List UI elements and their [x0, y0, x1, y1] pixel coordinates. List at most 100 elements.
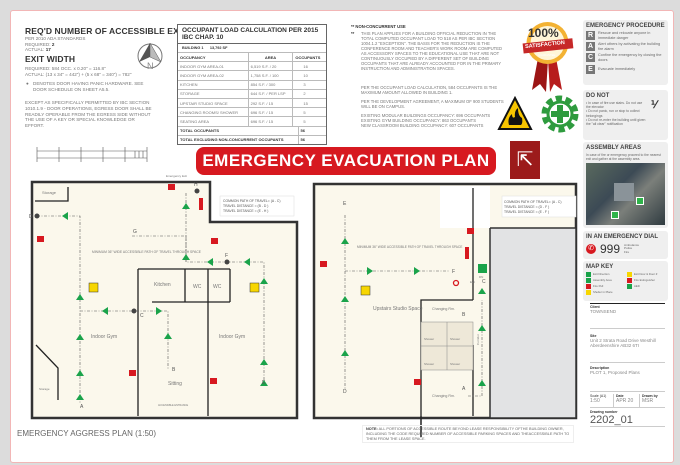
exit-width-title: EXIT WIDTH: [25, 54, 76, 64]
non-concurrent-notes: ** NON-CONCURRENT USE **THIS PLAN APPLIE…: [351, 24, 506, 128]
nonconc-p3: PER THE DEVELOPMENT AGREEMENT, A MAXIMUM…: [361, 99, 504, 109]
badge-percent: 100%: [528, 26, 559, 40]
svg-text:Exit: Exit: [470, 280, 475, 284]
nonconc-p2: PER THE OCCUPANT LOAD CALCULATION, 584 O…: [361, 85, 498, 95]
svg-text:G: G: [133, 229, 137, 235]
svg-text:N: N: [147, 61, 154, 71]
actual-line: ACTUAL: 17: [25, 47, 51, 53]
occupant-load-table: OCCUPANT LOAD CALCULATION PER 2015 IBC C…: [177, 24, 327, 145]
nonconc-title: ** NON-CONCURRENT USE: [351, 24, 406, 29]
map-key-item: AED: [627, 284, 665, 289]
dial-title: IN AN EMERGENCY DIAL: [586, 234, 659, 240]
svg-text:TRAVEL DISTANCE = (E - F ): TRAVEL DISTANCE = (E - F ): [504, 210, 549, 214]
donot-item: • Do not re-enter the building until giv…: [586, 117, 646, 127]
donot-item: • In case of fire use stairs. Do not use…: [586, 101, 643, 110]
svg-text:B: B: [172, 367, 176, 373]
svg-text:E: E: [343, 201, 347, 207]
step-letter: R: [586, 31, 595, 41]
assembly-text: In case of fire or emergency proceed to …: [586, 153, 661, 161]
svg-text:A: A: [462, 386, 466, 392]
plan1-travel-notes: COMMON PATH OF TRAVEL= (A - C)TRAVEL DIS…: [223, 199, 281, 213]
badge-sub: GUARANTEE: [538, 53, 556, 57]
svg-text:DN: DN: [479, 275, 483, 279]
key-symbol-icon: [627, 284, 632, 289]
svg-text:Changing Rm.: Changing Rm.: [432, 307, 455, 311]
svg-text:H: H: [194, 182, 198, 188]
donot-item: • Do not panic, run or stop to collect b…: [586, 109, 640, 118]
map-key-item: Shelter in Place: [586, 290, 624, 295]
key-symbol-icon: [586, 284, 591, 289]
key-symbol-icon: [586, 272, 591, 277]
required-line: REQUIRED: 2: [25, 41, 55, 47]
evacuation-banner: EMERGENCY EVACUATION PLAN: [196, 147, 496, 175]
svg-text:COMMON PATH OF TRAVEL= (A - C): COMMON PATH OF TRAVEL= (A - C): [223, 199, 281, 203]
nonconc-p4: EXISTING MODULAR BUILDINGS OCCUPANCY: 69…: [361, 113, 491, 128]
except-note: EXCEPT AS SPECIFICALLY PERMITTED BY IBC …: [25, 100, 152, 128]
step-letter: C: [586, 53, 595, 63]
running-exit-icon: ⇱: [510, 141, 540, 179]
svg-text:C: C: [482, 279, 486, 285]
step-letter: E: [586, 64, 595, 74]
svg-text:B: B: [462, 312, 466, 318]
plan1-caption: EMERGENCY AGGRESS PLAN (1:50): [17, 429, 156, 438]
assembly-title: ASSEMBLY AREAS: [586, 145, 642, 151]
svg-text:D: D: [343, 389, 347, 395]
key-symbol-icon: [586, 290, 591, 295]
building-line: BUILDING 1 13,792 SF: [178, 43, 326, 52]
step-letter: A: [586, 42, 595, 52]
scale-bar: [36, 147, 148, 162]
exits-info: PER 2010 ADA STANDARDS REQUIRED: 2 ACTUA…: [25, 36, 125, 53]
svg-text:Shower: Shower: [424, 362, 434, 366]
no-elevator-icon: ⅟: [651, 100, 657, 111]
svg-text:Emergency Exit: Emergency Exit: [166, 174, 187, 178]
panic-note: ●DENOTES DOOR HAVING PANIC HARDWARE. SEE…: [26, 81, 144, 92]
svg-text:MINIMUM 36" WIDE ACCESSIBLE PA: MINIMUM 36" WIDE ACCESSIBLE PATH OF TRAV…: [357, 245, 462, 249]
do-not-panel: DO NOT • In case of fire use stairs. Do …: [583, 90, 668, 140]
assembly-areas-panel: ASSEMBLY AREAS In case of fire or emerge…: [583, 142, 668, 228]
dial-number[interactable]: 999: [600, 242, 621, 256]
svg-text:TRAVEL DISTANCE = (B - D ): TRAVEL DISTANCE = (B - D ): [223, 204, 268, 208]
exit-width-info: REQUIRED: 584 OCC. x 0.20" = 116.8" ACTU…: [25, 66, 155, 128]
donot-title: DO NOT: [586, 93, 610, 99]
ada-line: PER 2010 ADA STANDARDS: [25, 36, 86, 41]
svg-text:F: F: [225, 253, 228, 259]
assembly-point-icon: [636, 197, 644, 205]
lease-note: NOTE: ALL PORTIONS OF ACCESSIBLE ROUTE B…: [362, 425, 574, 444]
svg-text:Shower: Shower: [450, 337, 460, 341]
mapkey-title: MAP KEY: [586, 264, 614, 270]
phone-icon: ✆: [586, 244, 596, 254]
svg-text:C: C: [140, 313, 144, 319]
svg-text:Indoor Gym: Indoor Gym: [91, 334, 117, 340]
svg-text:Sitting: Sitting: [168, 381, 182, 387]
svg-text:TRAVEL DISTANCE = (D - F ): TRAVEL DISTANCE = (D - F ): [504, 205, 549, 209]
svg-text:Changing Rm.: Changing Rm.: [432, 394, 455, 398]
svg-text:Indoor Gym: Indoor Gym: [219, 334, 245, 340]
plan2-travel-notes: COMMON PATH OF TRAVEL= (A - C)TRAVEL DIS…: [504, 200, 562, 214]
svg-text:WC: WC: [213, 284, 222, 290]
assembly-map[interactable]: [586, 163, 665, 225]
svg-text:F: F: [452, 269, 455, 275]
svg-text:COMMON PATH OF TRAVEL= (A - C): COMMON PATH OF TRAVEL= (A - C): [504, 200, 562, 204]
svg-text:D: D: [29, 214, 33, 220]
key-symbol-icon: [627, 272, 632, 277]
svg-text:Kitchen: Kitchen: [154, 282, 171, 288]
